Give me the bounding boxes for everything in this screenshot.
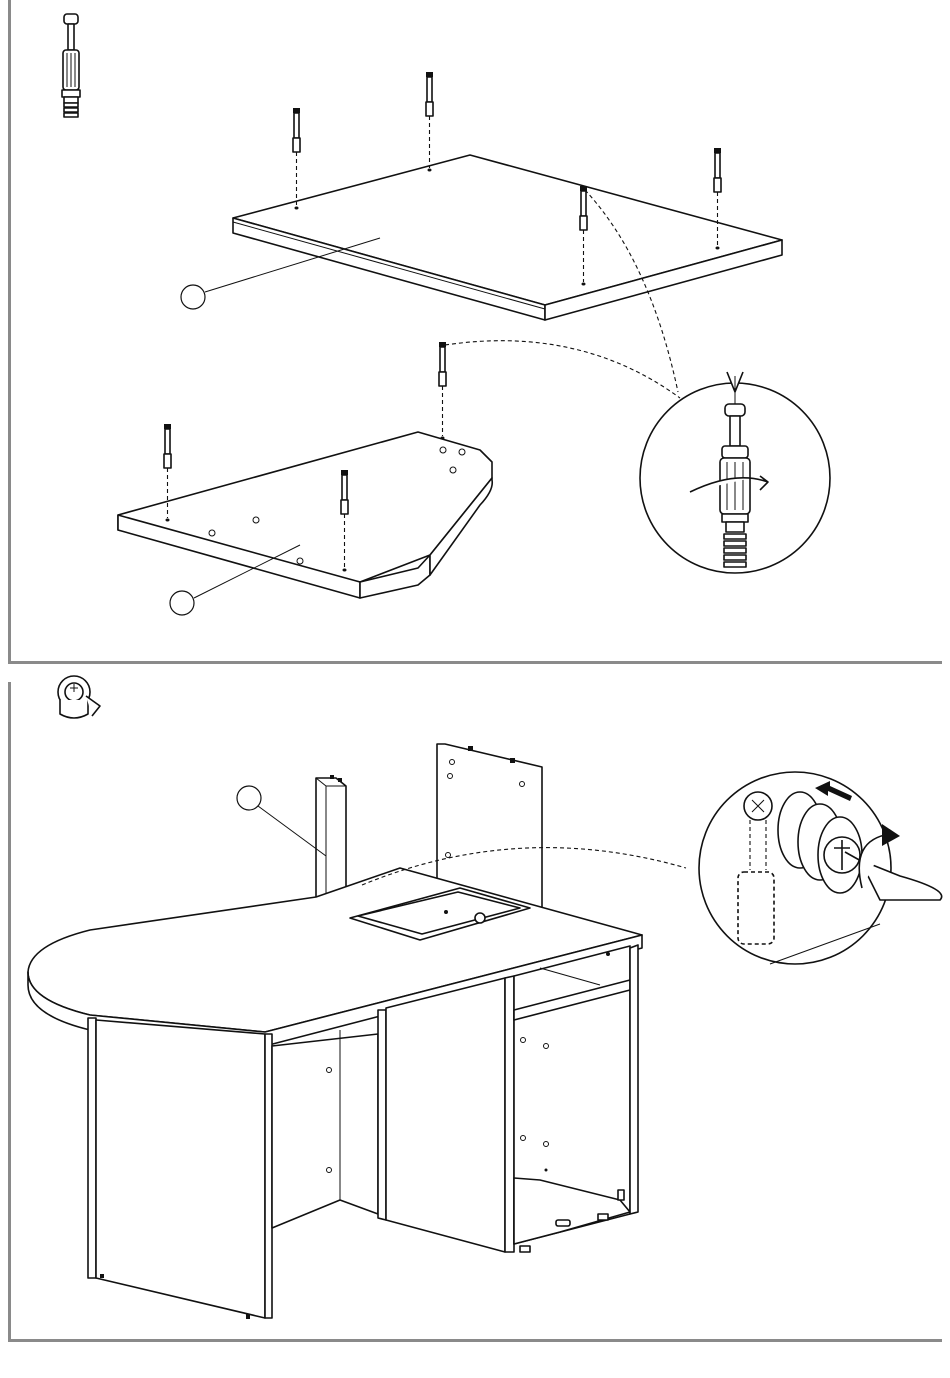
- cam-lock-detail: [699, 772, 942, 964]
- modesty-panel: [272, 1030, 378, 1228]
- top-shelf-panel: [233, 155, 782, 320]
- cam-bolt: [426, 72, 433, 172]
- cam-bolt-icon: [62, 14, 80, 117]
- cam-lock-icon: [54, 674, 100, 720]
- cam-bolt: [439, 342, 446, 440]
- bottom-shelf-panel: [118, 432, 492, 598]
- part-callout-3: [237, 786, 326, 856]
- screwdriver-detail: [640, 372, 830, 573]
- left-leg-panel: [88, 1018, 272, 1319]
- cam-bolt: [293, 108, 300, 210]
- detail-leader-line: [445, 341, 680, 398]
